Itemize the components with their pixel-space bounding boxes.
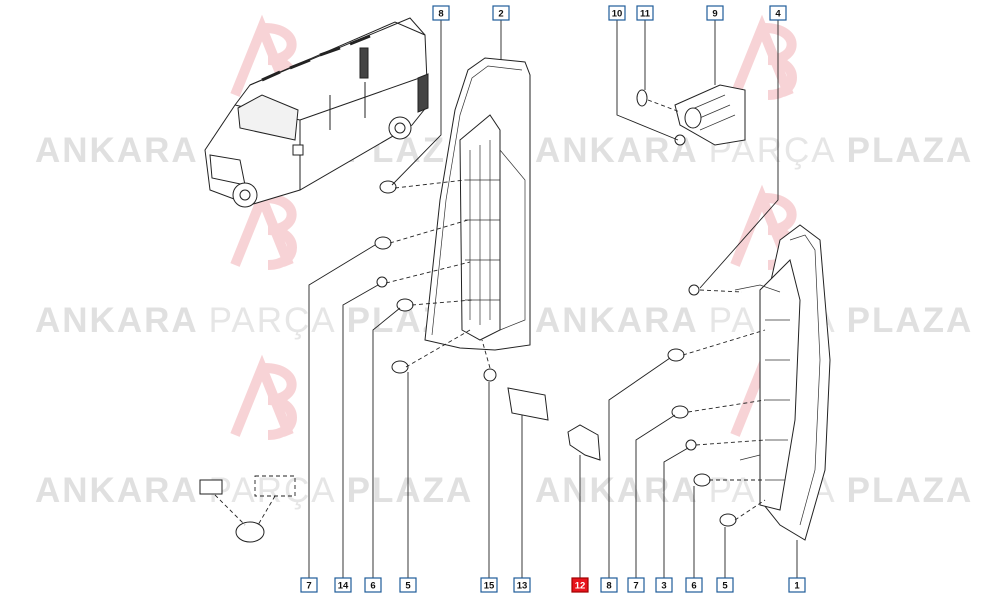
callout-box <box>716 577 734 593</box>
watermark-brand-light: PARÇA <box>209 471 337 510</box>
watermark-logo-icon <box>730 14 797 100</box>
watermark-brand-bold2: PLAZA <box>847 131 974 170</box>
callout-label: 11 <box>640 9 651 20</box>
bulb-icon <box>374 236 392 250</box>
callout-label: 2 <box>498 9 503 20</box>
watermark-brand-bold: ANKARA <box>35 131 199 170</box>
callout-c8-bottom: 8 <box>600 577 618 593</box>
bulb-icon <box>396 298 414 312</box>
bulb-icon <box>235 521 265 543</box>
callout-box <box>364 577 382 593</box>
callout-c4-top: 4 <box>769 5 787 21</box>
callout-c13: 13 <box>513 577 531 593</box>
watermark-brand-bold2: PLAZA <box>847 301 974 340</box>
bulb-icon <box>379 180 397 194</box>
bulb-icon <box>391 360 409 374</box>
van-illustration <box>204 17 429 208</box>
callout-c14: 14 <box>334 577 352 593</box>
watermark-logo-icon <box>230 354 297 440</box>
callout-box <box>685 577 703 593</box>
callout-label: 8 <box>438 9 443 20</box>
callout-label: 4 <box>775 9 781 20</box>
callout-c1: 1 <box>788 577 806 593</box>
callout-c12: 12 <box>571 577 589 593</box>
callout-box <box>608 5 626 21</box>
callout-box <box>300 577 318 593</box>
callout-label: 12 <box>575 581 586 592</box>
watermark-brand-bold2: PLAZA <box>847 471 974 510</box>
callout-label: 10 <box>612 9 623 20</box>
bulb-icon <box>671 405 689 419</box>
leader-lines <box>308 20 798 578</box>
watermark-brand-bold: ANKARA <box>35 301 199 340</box>
plate-lamp-icon <box>507 387 549 421</box>
watermark-brand-bold: ANKARA <box>535 301 699 340</box>
callout-c3: 3 <box>655 577 673 593</box>
watermark-brand-bold: ANKARA <box>35 471 199 510</box>
callout-label: 6 <box>691 581 696 592</box>
callout-box <box>636 5 654 21</box>
bracket-icon <box>567 424 601 461</box>
bulb-icon <box>693 473 711 487</box>
callout-label: 15 <box>484 581 495 592</box>
bulb-holder-assembly <box>636 84 746 146</box>
callout-label: 7 <box>633 581 638 592</box>
watermark-logo-icon <box>230 184 297 270</box>
bulb-icon <box>667 348 685 362</box>
callout-label: 5 <box>722 581 728 592</box>
watermark-brand-bold: ANKARA <box>535 131 699 170</box>
callout-label: 9 <box>712 9 717 20</box>
watermark-brand-bold2: PLAZA <box>347 471 474 510</box>
callout-box <box>655 577 673 593</box>
callout-box <box>432 5 450 21</box>
callout-c6-right: 6 <box>685 577 703 593</box>
bulb-icon <box>719 513 737 527</box>
callout-box <box>769 5 787 21</box>
callout-c8-top: 8 <box>432 5 450 21</box>
callout-c9-top: 9 <box>706 5 724 21</box>
lamp-assembly-left <box>424 57 531 351</box>
watermark-brand-bold: ANKARA <box>535 471 699 510</box>
callout-label: 13 <box>517 581 528 592</box>
callout-box <box>513 577 531 593</box>
callout-label: 8 <box>606 581 611 592</box>
callout-box <box>627 577 645 593</box>
callout-c5-right: 5 <box>716 577 734 593</box>
callout-label: 3 <box>661 581 666 592</box>
callout-box <box>788 577 806 593</box>
nut-icon <box>483 368 497 382</box>
callout-c2-top: 2 <box>492 5 510 21</box>
callout-c15: 15 <box>480 577 498 593</box>
callout-c5-left: 5 <box>399 577 417 593</box>
callout-c11-top: 11 <box>636 5 654 21</box>
callout-box <box>480 577 498 593</box>
callout-c10-top: 10 <box>608 5 626 21</box>
callout-box <box>571 577 589 593</box>
callout-c7-right: 7 <box>627 577 645 593</box>
callout-box <box>399 577 417 593</box>
nut-icon <box>688 284 700 296</box>
callout-box <box>706 5 724 21</box>
callout-label: 7 <box>306 581 311 592</box>
callout-label: 5 <box>405 581 411 592</box>
callout-label: 6 <box>370 581 375 592</box>
callout-box <box>334 577 352 593</box>
grommet-icon <box>376 276 388 288</box>
callout-c6-left: 6 <box>364 577 382 593</box>
callout-box <box>600 577 618 593</box>
callout-label: 14 <box>338 581 349 592</box>
callout-box <box>492 5 510 21</box>
callout-label: 1 <box>794 581 800 592</box>
socket-icon <box>199 479 223 495</box>
callout-c7-left: 7 <box>300 577 318 593</box>
watermark-brand-light: PARÇA <box>209 301 337 340</box>
lamp-assembly-right <box>734 224 831 541</box>
callout-boxes: 8 2 10 11 9 4 7 14 6 5 15 13 12 8 7 3 6 5 1 <box>300 5 806 593</box>
